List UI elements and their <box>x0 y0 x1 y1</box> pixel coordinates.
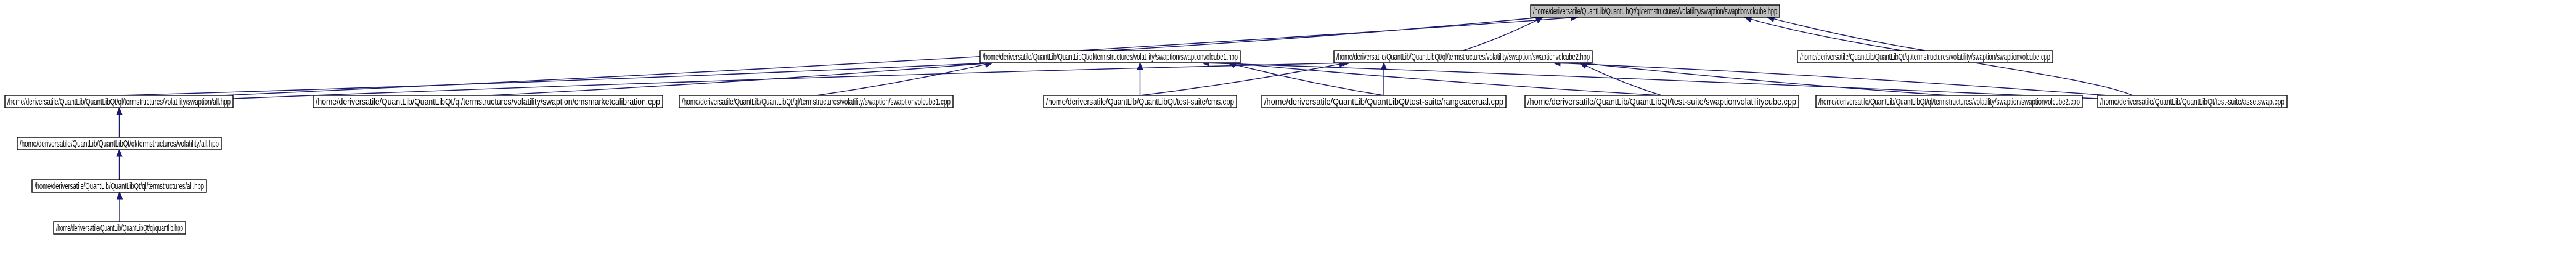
node-label: /home/deriversatile/QuantLib/QuantLibQt/… <box>2100 97 2284 107</box>
node-quantlib-hpp[interactable]: /home/deriversatile/QuantLib/QuantLibQt/… <box>53 221 186 235</box>
node-label: /home/deriversatile/QuantLib/QuantLibQt/… <box>1800 52 2050 62</box>
arrowhead <box>116 191 123 200</box>
edge-line <box>118 62 993 96</box>
edge-line <box>816 62 993 96</box>
node-cmsmarketcalibration-cpp[interactable]: /home/deriversatile/QuantLib/QuantLibQt/… <box>313 95 663 108</box>
node-box[interactable] <box>1815 95 2083 108</box>
node-label: /home/deriversatile/QuantLib/QuantLibQt/… <box>7 97 231 107</box>
edges-layer <box>116 14 2133 222</box>
arrowhead <box>1380 62 1388 70</box>
edge-line <box>1579 62 1950 96</box>
node-box[interactable] <box>4 95 234 108</box>
node-assetswap-cpp[interactable]: /home/deriversatile/QuantLib/QuantLibQt/… <box>2097 95 2288 108</box>
node-label: /home/deriversatile/QuantLib/QuantLibQt/… <box>1336 52 1590 62</box>
node-swaptionvolatilitycube-cpp[interactable]: /home/deriversatile/QuantLib/QuantLibQt/… <box>1524 95 1799 108</box>
node-swaptionvolcube1-cpp[interactable]: /home/deriversatile/QuantLib/QuantLibQt/… <box>679 95 954 108</box>
node-swaptionvolcube2-hpp[interactable]: /home/deriversatile/QuantLib/QuantLibQt/… <box>1333 50 1593 63</box>
node-box[interactable] <box>1261 95 1507 108</box>
node-swaptionvolcube-cpp[interactable]: /home/deriversatile/QuantLib/QuantLibQt/… <box>1797 50 2053 63</box>
node-box[interactable] <box>17 137 222 150</box>
node-box[interactable] <box>31 179 207 193</box>
node-termstructures-all-hpp[interactable]: /home/deriversatile/QuantLib/QuantLibQt/… <box>31 179 207 193</box>
node-label: /home/deriversatile/QuantLib/QuantLibQt/… <box>1527 97 1796 107</box>
edge-line <box>1579 62 1662 96</box>
edge-line <box>1227 62 1662 96</box>
node-box[interactable] <box>53 221 186 235</box>
nodes-layer: /home/deriversatile/QuantLib/QuantLibQt/… <box>4 4 2288 235</box>
node-box[interactable] <box>2097 95 2288 108</box>
node-label: /home/deriversatile/QuantLib/QuantLibQt/… <box>1533 6 1777 17</box>
edge-swaptionvolcube2_cpp-to-swaptionvolcube2_hpp <box>1579 60 1950 96</box>
node-label: /home/deriversatile/QuantLib/QuantLibQt/… <box>983 52 1238 62</box>
node-label: /home/deriversatile/QuantLib/QuantLibQt/… <box>1818 97 2080 107</box>
edge-line <box>488 62 993 96</box>
node-box[interactable] <box>1524 95 1799 108</box>
edge-line <box>232 62 1351 99</box>
node-swaptionvolcube-hpp[interactable]: /home/deriversatile/QuantLib/QuantLibQt/… <box>1530 4 1780 18</box>
node-box[interactable] <box>1530 4 1780 18</box>
edge-quantlib_hpp-to-termstructures_all_hpp <box>116 191 123 222</box>
edge-line <box>1463 17 1544 51</box>
edge-swaption_all_hpp-to-swaptionvolcube1_hpp <box>118 60 994 96</box>
node-label: /home/deriversatile/QuantLib/QuantLibQt/… <box>1264 97 1503 107</box>
node-box[interactable] <box>679 95 954 108</box>
edge-assetswap_cpp-to-swaptionvolcube2_hpp <box>1552 60 2109 96</box>
edge-rangeaccrual_cpp-to-swaptionvolcube1_hpp <box>1227 61 1384 96</box>
node-label: /home/deriversatile/QuantLib/QuantLibQt/… <box>20 139 219 149</box>
edge-line <box>1227 62 1384 96</box>
edge-swaptionvolcube_cpp-to-swaptionvolcube_hpp <box>1766 15 1926 51</box>
edge-volatility_all_hpp-to-swaption_all_hpp <box>116 107 123 138</box>
edge-line <box>1140 62 1347 96</box>
node-label: /home/deriversatile/QuantLib/QuantLibQt/… <box>56 223 183 233</box>
node-swaption-all-hpp[interactable]: /home/deriversatile/QuantLib/QuantLibQt/… <box>4 95 234 108</box>
node-volatility-all-hpp[interactable]: /home/deriversatile/QuantLib/QuantLibQt/… <box>17 137 222 150</box>
edge-swaption_all_hpp-to-swaptionvolcube2_hpp <box>232 60 1351 99</box>
arrowhead <box>1137 62 1143 70</box>
edge-line <box>1553 62 2109 96</box>
edge-line <box>1201 62 2098 99</box>
edge-line <box>1767 17 1926 51</box>
node-label: /home/deriversatile/QuantLib/QuantLibQt/… <box>35 181 204 192</box>
node-swaptionvolcube2-cpp[interactable]: /home/deriversatile/QuantLib/QuantLibQt/… <box>1815 95 2083 108</box>
node-swaptionvolcube1-hpp[interactable]: /home/deriversatile/QuantLib/QuantLibQt/… <box>979 50 1241 63</box>
node-label: /home/deriversatile/QuantLib/QuantLibQt/… <box>316 97 660 107</box>
edge-termstructures_all_hpp-to-volatility_all_hpp <box>116 148 123 180</box>
edge-assetswap_cpp-to-swaptionvolcube1_hpp <box>1201 60 2098 99</box>
edge-line <box>1110 17 1544 51</box>
edge-rangeaccrual_cpp-to-swaptionvolcube2_hpp <box>1380 62 1388 95</box>
node-box[interactable] <box>313 95 663 108</box>
node-rangeaccrual-cpp[interactable]: /home/deriversatile/QuantLib/QuantLibQt/… <box>1261 95 1507 108</box>
node-label: /home/deriversatile/QuantLib/QuantLibQt/… <box>1046 97 1234 107</box>
edge-swaptionvolcube2_hpp-to-swaptionvolcube_hpp <box>1463 17 1544 51</box>
node-label: /home/deriversatile/QuantLib/QuantLibQt/… <box>682 97 951 107</box>
arrowhead <box>116 107 123 115</box>
node-box[interactable] <box>1043 95 1237 108</box>
node-cms-cpp[interactable]: /home/deriversatile/QuantLib/QuantLibQt/… <box>1043 95 1237 108</box>
node-box[interactable] <box>1333 50 1593 63</box>
arrowhead <box>116 148 123 157</box>
node-box[interactable] <box>979 50 1241 63</box>
node-box[interactable] <box>1797 50 2053 63</box>
